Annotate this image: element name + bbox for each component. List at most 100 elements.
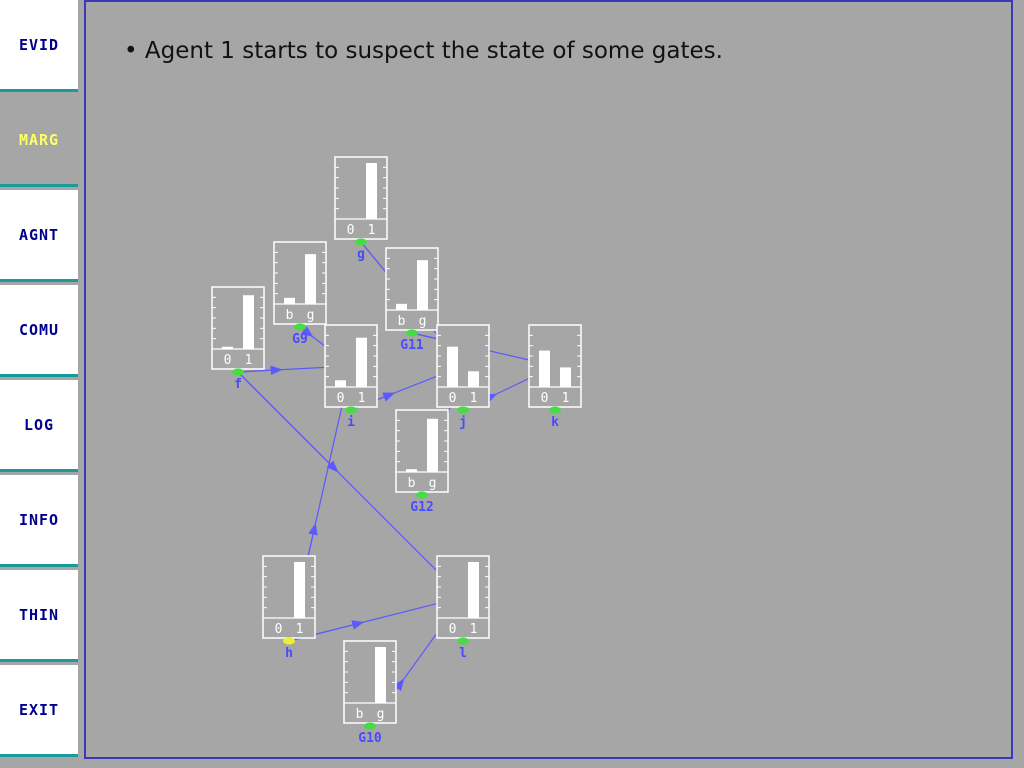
sidebar-button-evid[interactable]: EVID bbox=[0, 0, 78, 92]
state-label: 1 bbox=[562, 391, 570, 406]
slide-bullet-text: • Agent 1 starts to suspect the state of… bbox=[124, 38, 723, 64]
node-status-dot bbox=[232, 368, 244, 376]
node-status-dot bbox=[364, 722, 376, 730]
node-status-dot bbox=[345, 406, 357, 414]
bar-1 bbox=[294, 562, 305, 618]
sidebar-button-marg[interactable]: MARG bbox=[0, 95, 78, 187]
edge-f-l bbox=[237, 371, 438, 572]
node-label: i bbox=[347, 415, 355, 430]
node-label: g bbox=[357, 247, 365, 262]
bar-0 bbox=[335, 380, 346, 387]
edge-f-i bbox=[237, 365, 326, 376]
state-label: 1 bbox=[245, 353, 253, 368]
bar-g bbox=[427, 418, 438, 472]
sidebar-button-log[interactable]: LOG bbox=[0, 380, 78, 472]
bar-0 bbox=[222, 346, 233, 349]
node-box bbox=[211, 286, 265, 370]
node-status-dot bbox=[355, 238, 367, 246]
state-label: b bbox=[408, 476, 416, 491]
node-status-dot bbox=[457, 637, 469, 645]
state-label: 0 bbox=[347, 223, 355, 238]
node-box bbox=[385, 247, 439, 331]
edge-arrow bbox=[237, 371, 339, 473]
node-box bbox=[436, 324, 490, 408]
state-label: 0 bbox=[449, 391, 457, 406]
sidebar-button-thin[interactable]: THIN bbox=[0, 570, 78, 662]
bar-1 bbox=[468, 562, 479, 618]
bar-g bbox=[305, 254, 316, 304]
state-label: 0 bbox=[337, 391, 345, 406]
state-label: 0 bbox=[275, 622, 283, 637]
state-label: 0 bbox=[541, 391, 549, 406]
node-box bbox=[395, 409, 449, 493]
state-label: 1 bbox=[296, 622, 304, 637]
sidebar-button-info[interactable]: INFO bbox=[0, 475, 78, 567]
bar-1 bbox=[243, 295, 254, 349]
bar-g bbox=[417, 260, 428, 310]
node-box bbox=[436, 555, 490, 639]
edge-arrow bbox=[237, 365, 283, 376]
state-label: g bbox=[307, 308, 315, 323]
state-label: 1 bbox=[470, 622, 478, 637]
node-label: G11 bbox=[400, 338, 424, 353]
node-label: k bbox=[551, 415, 559, 430]
state-label: g bbox=[377, 707, 385, 722]
sidebar-button-comu[interactable]: COMU bbox=[0, 285, 78, 377]
node-box bbox=[324, 324, 378, 408]
node-label: h bbox=[285, 646, 293, 661]
state-label: 0 bbox=[224, 353, 232, 368]
node-box bbox=[343, 640, 397, 724]
node-label: G9 bbox=[292, 332, 308, 347]
bar-1 bbox=[356, 337, 367, 387]
node-status-dot bbox=[416, 491, 428, 499]
bar-1 bbox=[468, 371, 479, 387]
state-label: g bbox=[429, 476, 437, 491]
node-status-dot bbox=[549, 406, 561, 414]
state-label: g bbox=[419, 314, 427, 329]
state-label: b bbox=[356, 707, 364, 722]
bar-b bbox=[284, 297, 295, 304]
node-box bbox=[273, 241, 327, 325]
main-panel bbox=[84, 0, 1013, 759]
node-status-dot bbox=[406, 329, 418, 337]
bar-0 bbox=[539, 350, 550, 387]
bar-b bbox=[396, 303, 407, 310]
bar-g bbox=[375, 647, 386, 703]
bar-1 bbox=[560, 367, 571, 387]
node-box bbox=[334, 156, 388, 240]
bar-b bbox=[406, 469, 417, 472]
node-label: G10 bbox=[358, 731, 382, 746]
state-label: b bbox=[398, 314, 406, 329]
node-label: G12 bbox=[410, 500, 433, 515]
node-status-dot bbox=[294, 323, 306, 331]
bar-1 bbox=[366, 163, 377, 219]
state-label: 1 bbox=[470, 391, 478, 406]
sidebar-button-exit[interactable]: EXIT bbox=[0, 665, 78, 757]
node-status-dot bbox=[283, 637, 295, 645]
bar-0 bbox=[447, 346, 458, 387]
sidebar-button-agnt[interactable]: AGNT bbox=[0, 190, 78, 282]
state-label: b bbox=[286, 308, 294, 323]
state-label: 0 bbox=[449, 622, 457, 637]
node-status-dot bbox=[457, 406, 469, 414]
node-label: l bbox=[459, 646, 467, 661]
state-label: 1 bbox=[368, 223, 376, 238]
state-label: 1 bbox=[358, 391, 366, 406]
node-label: j bbox=[459, 415, 467, 430]
node-box bbox=[528, 324, 582, 408]
node-label: f bbox=[234, 377, 242, 392]
